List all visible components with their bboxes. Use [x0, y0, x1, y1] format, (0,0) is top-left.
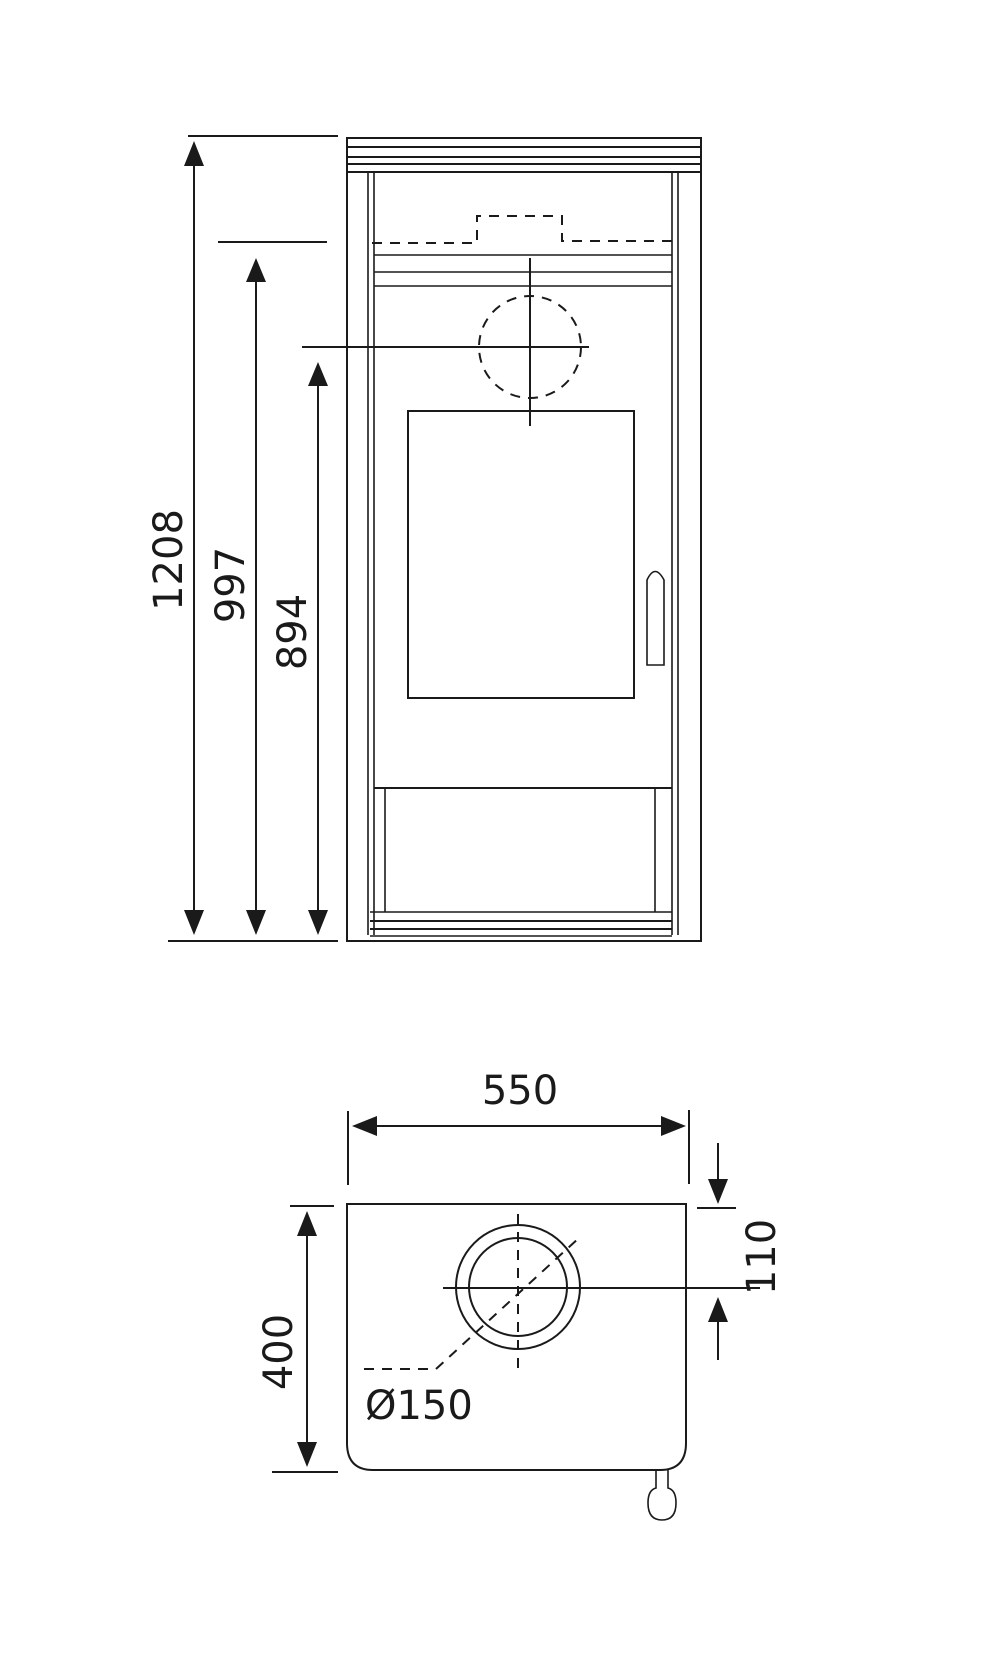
arrow-up-icon	[246, 258, 266, 282]
arrow-up-icon	[297, 1211, 317, 1236]
dimension-label-997: 997	[208, 547, 254, 623]
top-flue-outlet-dashed	[372, 215, 675, 244]
dimension-label-110: 110	[739, 1219, 785, 1295]
arrow-down-icon	[184, 910, 204, 935]
arrow-left-icon	[352, 1116, 377, 1136]
arrow-down-icon	[297, 1442, 317, 1467]
arrow-down-icon	[308, 910, 328, 935]
front-view: 1208 997 894	[146, 135, 702, 942]
arrow-up-icon	[308, 362, 328, 386]
dimension-110: 110	[697, 1143, 785, 1360]
arrow-up-icon	[708, 1297, 728, 1322]
door-window	[407, 410, 635, 699]
arrow-down-icon	[246, 910, 266, 935]
dimension-label-894: 894	[270, 594, 316, 670]
dimension-550: 550	[347, 1068, 690, 1185]
dimension-400: 400	[256, 1205, 338, 1473]
arrow-right-icon	[661, 1116, 686, 1136]
dimension-label-diameter: Ø150	[365, 1383, 473, 1429]
dimension-label-1208: 1208	[146, 509, 192, 611]
dimension-label-400: 400	[256, 1314, 302, 1390]
dimension-1208: 1208	[146, 141, 204, 935]
top-view: 550 400 110 Ø150	[256, 1068, 785, 1521]
arrow-down-icon	[708, 1179, 728, 1204]
diameter-leader-dashed	[364, 1236, 581, 1370]
door-handle	[646, 570, 665, 666]
dimension-894: 894	[270, 362, 328, 935]
stove-top-outline	[346, 1203, 687, 1471]
stove-outer-body	[346, 137, 702, 942]
handle-knob	[647, 1470, 677, 1521]
arrow-up-icon	[184, 141, 204, 166]
dimension-label-550: 550	[482, 1068, 558, 1114]
dimension-997: 997	[208, 258, 266, 935]
